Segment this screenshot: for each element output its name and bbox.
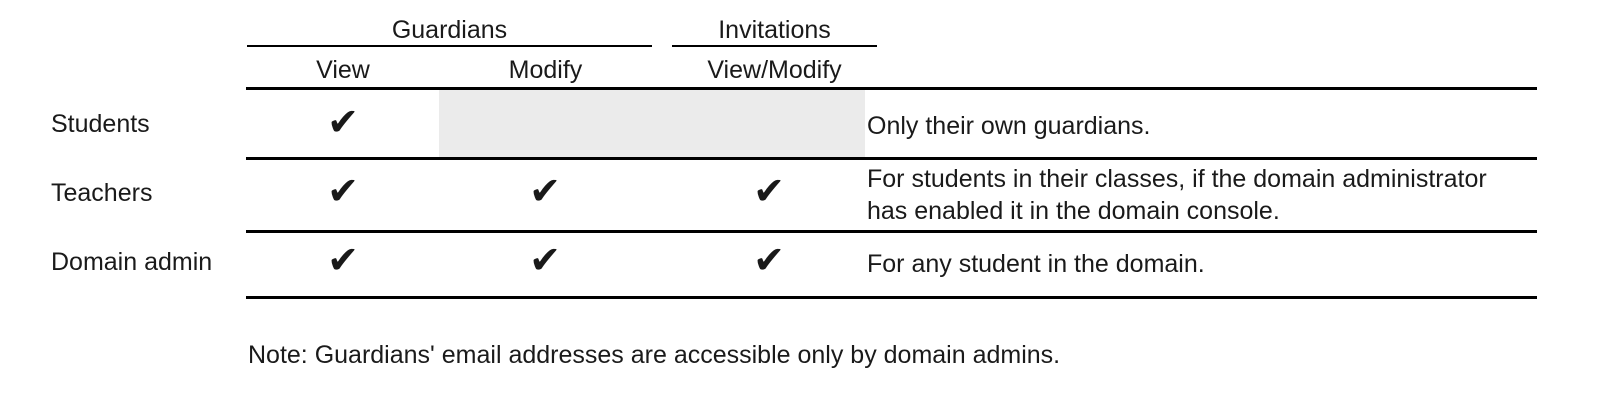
row-note-domain-admin: For any student in the domain. [867,250,1205,278]
table-rule-bottom [246,296,1537,299]
check-icon-domain-admin-guardians-modify: ✔ [529,238,561,282]
check-icon-teachers-guardians-view: ✔ [327,169,359,213]
check-icon-domain-admin-guardians-view: ✔ [327,238,359,282]
group-rule-invitations [672,45,877,47]
group-header-guardians: Guardians [391,16,508,44]
group-header-invitations: Invitations [718,16,831,44]
check-icon-teachers-guardians-modify: ✔ [529,169,561,213]
table-rule-top [246,87,1537,90]
check-icon-teachers-invitations-view-modify: ✔ [753,169,785,213]
row-note-students: Only their own guardians. [867,112,1151,140]
students-row-unavailable-shading [439,89,865,158]
check-icon-students-guardians-view: ✔ [327,100,359,144]
check-icon-domain-admin-invitations-view-modify: ✔ [753,238,785,282]
row-label-students: Students [51,110,150,138]
row-label-teachers: Teachers [51,179,153,207]
column-header-guardians-modify: Modify [508,56,583,84]
group-rule-guardians [247,45,652,47]
column-header-invitations-view-modify: View/Modify [707,56,842,84]
row-label-domain-admin: Domain admin [51,248,213,276]
table-rule-after-teachers [246,230,1537,233]
table-rule-after-students [246,157,1537,160]
column-header-guardians-view: View [316,56,370,84]
footnote-text: Note: Guardians' email addresses are acc… [248,341,1061,369]
row-note-teachers: For students in their classes, if the do… [867,165,1487,225]
